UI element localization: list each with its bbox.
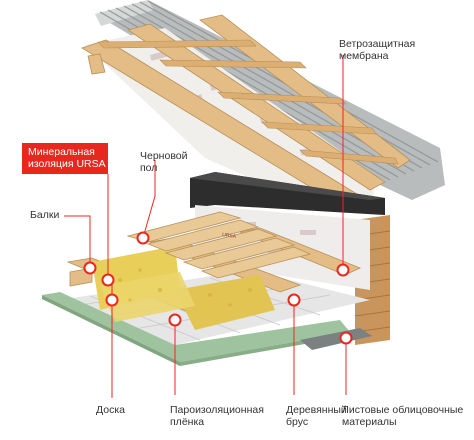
marker-dots bbox=[83, 231, 353, 345]
label-board: Доска bbox=[96, 404, 125, 416]
label-mineral-insulation: Минеральная изоляция URSA bbox=[22, 143, 108, 174]
label-wooden-bar-line2: брус bbox=[286, 416, 309, 428]
label-sheet-cladding-line1: Листовые облицовочные bbox=[342, 404, 464, 416]
label-sheet-cladding-line2: материалы bbox=[342, 416, 397, 428]
label-wind-membrane-line2: мембрана bbox=[339, 50, 389, 62]
label-vapor-film-line1: Пароизоляционная bbox=[170, 404, 264, 416]
label-beams: Балки bbox=[30, 209, 59, 221]
black-eave-profile bbox=[190, 172, 385, 215]
label-sheet-cladding: Листовые облицовочные материалы bbox=[342, 404, 463, 428]
label-beams-text: Балки bbox=[30, 209, 60, 221]
marker-dot-beams bbox=[83, 261, 97, 275]
rough-floor-boards bbox=[126, 211, 312, 279]
marker-dot-wind-membrane bbox=[336, 263, 350, 277]
label-mineral-insulation-line1: Минеральная bbox=[28, 146, 95, 158]
label-wooden-bar-line1: Деревянный bbox=[286, 404, 347, 416]
label-rough-floor: Черновой пол bbox=[140, 150, 187, 174]
label-mineral-insulation-line2: изоляция URSA bbox=[28, 158, 106, 170]
marker-dot-insulation bbox=[101, 273, 115, 287]
roof-battens bbox=[97, 39, 399, 165]
marker-dot-rough-floor bbox=[136, 231, 150, 245]
label-board-text: Доска bbox=[96, 404, 125, 416]
marker-dot-board bbox=[105, 293, 119, 307]
metal-profile bbox=[300, 328, 372, 350]
brand-print: URSA bbox=[222, 232, 237, 240]
label-wooden-bar: Деревянный брус bbox=[286, 404, 347, 428]
marker-dot-vapor-film bbox=[168, 313, 182, 327]
label-vapor-film-line2: плёнка bbox=[170, 416, 205, 428]
marker-dot-cladding bbox=[339, 331, 353, 345]
label-vapor-film: Пароизоляционная плёнка bbox=[170, 404, 264, 428]
marker-dot-wooden-bar bbox=[287, 293, 301, 307]
label-rough-floor-line2: пол bbox=[140, 162, 158, 174]
label-wind-membrane: Ветрозащитная мембрана bbox=[339, 38, 415, 62]
label-wind-membrane-line1: Ветрозащитная bbox=[339, 38, 416, 50]
label-rough-floor-line1: Черновой bbox=[140, 150, 188, 162]
